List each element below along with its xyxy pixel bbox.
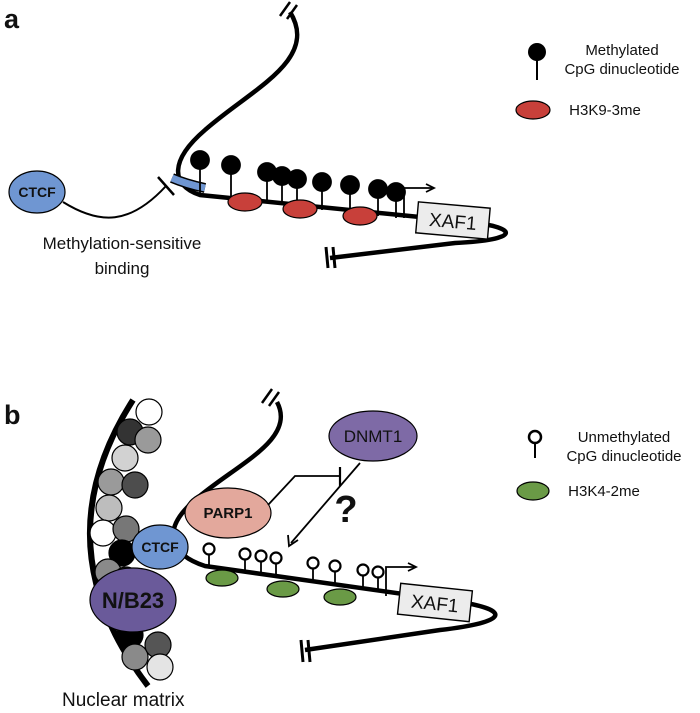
nb23-label: N/B23	[102, 588, 164, 613]
break-mark-a-top-1	[278, 1, 292, 17]
histone-h3k9-a-3	[342, 206, 378, 226]
panel-a: a CTCF	[4, 1, 680, 278]
binding-site-a	[170, 174, 206, 192]
legend-h3k9-label: H3K9-3me	[569, 102, 641, 119]
legend-unmethylated-line2: CpG dinucleotide	[566, 448, 681, 465]
dnmt1-arrow-line	[290, 462, 361, 544]
break-mark-b-end-1	[299, 639, 305, 663]
question-mark: ?	[334, 489, 357, 531]
histone-h3k4-b-3	[323, 588, 357, 606]
parp1-inhibition-line	[267, 475, 340, 506]
dna-strand-a	[175, 10, 508, 261]
legend-h3k4-label: H3K4-2me	[568, 483, 640, 500]
nuclear-matrix-arc	[86, 398, 151, 688]
legend-unmethylated-cpg-icon	[527, 429, 543, 445]
gene-label-b: XAF1	[410, 592, 459, 618]
gene-box-a	[414, 201, 491, 240]
inhibition-bar-a	[157, 176, 175, 196]
legend-h3k9-icon	[515, 100, 551, 120]
histone-h3k4-b-2	[266, 580, 300, 598]
legend-unmethylated-line1: Unmethylated	[578, 429, 671, 446]
break-mark-a-end-2	[331, 246, 337, 269]
ctcf-protein-a	[8, 170, 66, 214]
tss-arrow-a	[403, 187, 432, 218]
histone-h3k4-b-1	[205, 569, 239, 587]
legend-methylated-cpg-icon	[528, 43, 546, 61]
tss-arrow-b	[385, 566, 414, 596]
legend-b: Unmethylated CpG dinucleotide H3K4-2me	[516, 429, 682, 501]
inhibition-line-a	[62, 185, 167, 219]
break-mark-b-top-2	[267, 391, 281, 407]
histone-h3k9-a-1	[227, 192, 263, 212]
break-mark-b-top-1	[260, 388, 274, 404]
unmethyl-cpg-group-b	[202, 542, 385, 591]
gene-label-a: XAF1	[428, 210, 477, 235]
ctcf-label-a: CTCF	[18, 184, 56, 200]
parp1-protein	[184, 487, 272, 539]
ctcf-protein-b	[131, 524, 189, 570]
legend-h3k4-icon	[516, 481, 550, 501]
caption-a-line2: binding	[95, 259, 150, 278]
break-mark-a-top-2	[285, 4, 299, 20]
ctcf-label-b: CTCF	[141, 539, 179, 555]
legend-methylated-line2: CpG dinucleotide	[564, 61, 679, 78]
break-mark-a-end-1	[324, 246, 330, 269]
legend-methylated-line1: Methylated	[585, 42, 658, 59]
tss-arrowhead-a	[425, 183, 437, 193]
dnmt1-protein	[328, 410, 418, 462]
legend-a: Methylated CpG dinucleotide H3K9-3me	[515, 42, 680, 120]
histone-h3k9-a-2	[282, 199, 318, 219]
tss-arrowhead-b	[407, 562, 419, 572]
panel-b-label: b	[4, 400, 21, 430]
dnmt1-arrowhead	[287, 534, 299, 548]
gene-box-b	[396, 582, 474, 623]
methyl-cpg-group-a	[190, 150, 406, 218]
nuclear-matrix-label: Nuclear matrix	[62, 690, 185, 711]
dnmt1-label: DNMT1	[344, 427, 403, 446]
caption-a-line1: Methylation-sensitive	[43, 234, 202, 253]
break-mark-b-end-2	[306, 639, 312, 663]
panel-b: b N/B23	[4, 388, 682, 711]
parp1-label: PARP1	[204, 505, 253, 522]
panel-a-label: a	[4, 4, 20, 34]
nb23-protein	[89, 567, 177, 633]
